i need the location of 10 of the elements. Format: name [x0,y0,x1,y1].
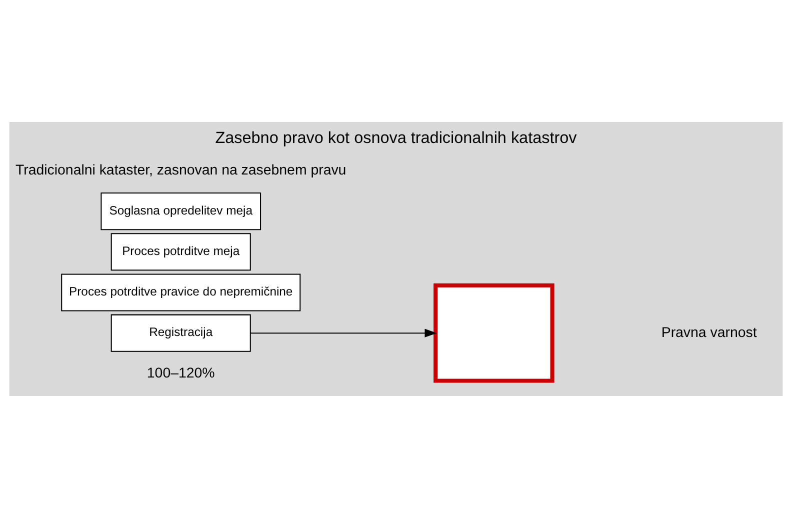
node-box: Registracija [110,314,251,352]
arrow [250,328,437,338]
label: Tradicionalni kataster, zasnovan na zasebnem pravu [16,162,346,178]
diagram-title: Zasebno pravo kot osnova tradicionalnih katastrov [215,129,577,148]
node-box: Proces potrditve pravice do nepremičnine [61,274,301,312]
node-box: Soglasna opredelitev meja [100,192,262,230]
node-box: Proces potrditve meja [110,233,251,271]
label: Pravna varnost [661,324,757,341]
label: 100–120% [146,365,215,382]
node-box [434,283,554,383]
